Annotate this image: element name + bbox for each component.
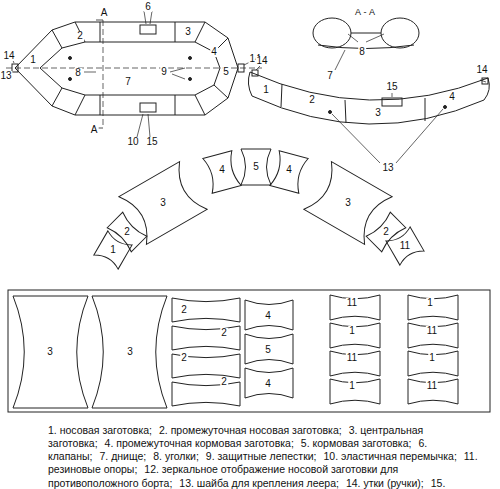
callout-number: А [100, 8, 109, 18]
cut-piece [13, 296, 88, 408]
cutting-layout [13, 295, 458, 408]
pattern-piece [203, 151, 241, 194]
callout-number: 2 [76, 31, 84, 41]
callout-number: 3 [126, 347, 134, 357]
callout-number: 14 [255, 56, 268, 66]
plan-view [6, 11, 262, 137]
callout-number: 4 [448, 92, 456, 102]
callout-number: 2 [123, 227, 131, 237]
callout-number: 13 [381, 163, 394, 173]
cut-piece [408, 351, 458, 376]
callout-number: 7 [124, 77, 132, 87]
legend-item: 14. утки (ручки); [346, 477, 424, 489]
cut-piece [408, 295, 458, 320]
callout-number: 2 [180, 305, 188, 315]
callout-number: 3 [46, 347, 54, 357]
callout-number: 1 [426, 298, 434, 308]
unfolded-pattern [94, 149, 424, 269]
callout-number: 1 [262, 85, 270, 95]
legend-item: 13. шайба для крепления леера; [179, 477, 339, 489]
section-a-a [313, 18, 419, 70]
callout-number: 2 [308, 95, 316, 105]
callout-number: 1 [29, 55, 37, 65]
cut-piece [330, 379, 380, 404]
cut-piece [245, 300, 293, 330]
legend-item: 7. днище; [99, 450, 146, 462]
callout-number: 8 [74, 68, 82, 78]
callout-number: 3 [344, 198, 352, 208]
callout-number: 4 [264, 311, 272, 321]
parts-legend: 1. носовая заготовка; 2. промежуточная но… [48, 424, 478, 489]
callout-number: 11 [426, 381, 438, 391]
callout-number: 1 [428, 353, 436, 363]
callout-number: 2 [180, 353, 188, 363]
callout-number: 1 [109, 245, 117, 255]
callout-number: 5 [264, 345, 272, 355]
legend-item: 9. защитные лепестки; [206, 450, 317, 462]
callout-number: 4 [285, 165, 293, 175]
callout-number: 15 [145, 137, 158, 147]
callout-number: 1 [348, 381, 356, 391]
callout-number: 4 [210, 47, 218, 57]
callout-number: 4 [264, 379, 272, 389]
callout-number: 5 [222, 67, 230, 77]
callout-number: А [90, 125, 99, 135]
legend-item: 2. промежуточная носовая заготовка; [159, 424, 342, 436]
cut-piece [330, 323, 380, 348]
callout-number: 11 [346, 298, 358, 308]
pattern-piece [304, 162, 392, 245]
legend-item: 5. кормовая заготовка; [301, 437, 412, 449]
cut-piece [330, 295, 380, 320]
cut-piece [245, 334, 293, 364]
legend-item: 10. эластичная перемычка; [324, 450, 457, 462]
cutting-sheet [8, 290, 490, 412]
cut-piece [330, 351, 380, 376]
callout-number: 11 [426, 326, 438, 336]
pattern-piece [270, 151, 308, 194]
cut-piece [408, 379, 458, 404]
callout-number: 11 [399, 241, 411, 251]
cut-piece [172, 298, 240, 322]
callout-number: 5 [252, 162, 260, 172]
cut-piece [172, 382, 240, 406]
pattern-piece [119, 162, 207, 245]
callout-number: 2 [220, 328, 228, 338]
callout-number: 14 [475, 65, 488, 75]
callout-number: А - А [354, 8, 376, 17]
callout-number: 9 [160, 67, 168, 77]
pattern-piece [386, 227, 424, 265]
callout-number: 8 [358, 47, 366, 57]
callout-number: 2 [382, 227, 390, 237]
callout-number: 11 [346, 353, 358, 363]
callout-number: 3 [184, 27, 192, 37]
callout-number: 14 [2, 51, 15, 61]
legend-item: 4. промежуточная кормовая заготовка; [105, 437, 294, 449]
callout-number: 15 [385, 82, 398, 92]
pattern-piece [241, 149, 271, 185]
legend-item: 8. уголки; [153, 450, 199, 462]
callout-number: 3 [159, 198, 167, 208]
cut-piece [172, 326, 240, 350]
cut-piece [92, 296, 167, 408]
cut-piece [245, 368, 293, 398]
callout-number: 1 [348, 326, 356, 336]
callout-number: 2 [220, 377, 228, 387]
legend-item: 1. носовая заготовка; [48, 424, 152, 436]
callout-number: 4 [218, 165, 226, 175]
callout-number: 7 [326, 71, 334, 81]
callout-number: 13 [0, 71, 13, 81]
cut-piece [408, 323, 458, 348]
callout-number: 3 [374, 108, 382, 118]
side-view [248, 64, 489, 163]
callout-number: 10 [126, 137, 139, 147]
callout-number: 6 [144, 2, 152, 12]
cut-piece [172, 354, 240, 378]
